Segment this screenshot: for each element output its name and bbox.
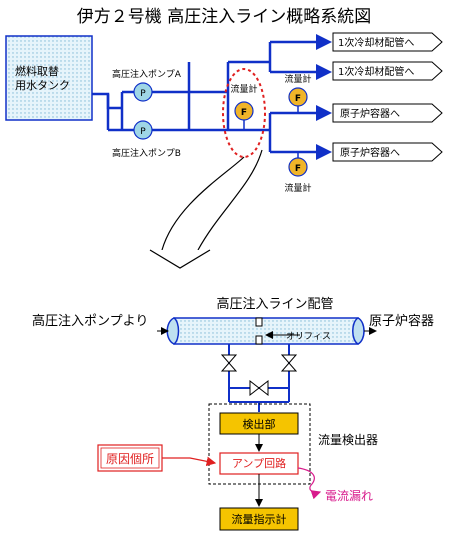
zoom-arrow-head [149, 249, 211, 269]
pipe-title: 高圧注入ライン配管 [216, 296, 333, 312]
dest-reactor-2: 原子炉容器へ [332, 142, 443, 162]
amp-circuit-label: アンプ回路 [232, 457, 286, 470]
orifice-top [255, 317, 263, 327]
dest-primary-2: 1次冷却材配管へ [332, 61, 443, 81]
flowmeter-top: F [288, 87, 308, 107]
pump-b-symbol: P [140, 127, 146, 137]
svg-text:F: F [295, 164, 301, 174]
zoom-arrow-left [161, 156, 245, 251]
svg-text:原子炉容器へ: 原子炉容器へ [340, 146, 400, 159]
tank-label-line2: 用水タンク [15, 79, 70, 92]
page-title: 伊方２号機 高圧注入ライン概略系統図 [77, 7, 371, 27]
dest-primary-1: 1次冷却材配管へ [332, 32, 443, 52]
pump-a-symbol: P [140, 89, 146, 99]
orifice-label: オリフィス [286, 331, 331, 342]
zoom-arrow-right [197, 149, 263, 251]
pump-a-label: 高圧注入ポンプA [112, 68, 182, 80]
svg-text:F: F [241, 108, 247, 118]
flowmeter-top-label: 流量計 [284, 73, 311, 85]
svg-text:1次冷却材配管へ: 1次冷却材配管へ [338, 65, 414, 78]
water-tank [5, 35, 93, 121]
svg-text:原子炉容器へ: 原子炉容器へ [340, 107, 400, 120]
leak-label: 電流漏れ [325, 489, 373, 503]
flow-detector-label: 流量検出器 [318, 433, 378, 447]
impulse-lines [228, 344, 290, 412]
cause-label: 原因個所 [106, 452, 154, 466]
flowmeter-center-label: 流量計 [230, 83, 257, 95]
leak-arrow [297, 467, 322, 500]
svg-text:F: F [295, 94, 301, 104]
from-label: 高圧注入ポンプより [32, 313, 148, 329]
indicator-label: 流量指示計 [232, 512, 287, 526]
flowmeter-bottom-label: 流量計 [284, 182, 311, 194]
tank-label-line1: 燃料取替 [15, 64, 59, 78]
svg-text:1次冷却材配管へ: 1次冷却材配管へ [338, 36, 414, 49]
flowmeter-center: F [234, 101, 254, 121]
indicator-box [219, 507, 299, 531]
pump-b-label: 高圧注入ポンプB [112, 147, 181, 159]
dest-reactor-1: 原子炉容器へ [332, 103, 443, 123]
valves [220, 354, 298, 397]
pump-b: P [133, 120, 153, 140]
detector-label: 検出部 [243, 417, 276, 431]
highlight-ellipse [222, 68, 266, 158]
flowmeter-bottom: F [288, 157, 308, 177]
pump-a: P [133, 82, 153, 102]
to-label: 原子炉容器 [369, 313, 434, 329]
orifice-bottom [255, 335, 263, 345]
